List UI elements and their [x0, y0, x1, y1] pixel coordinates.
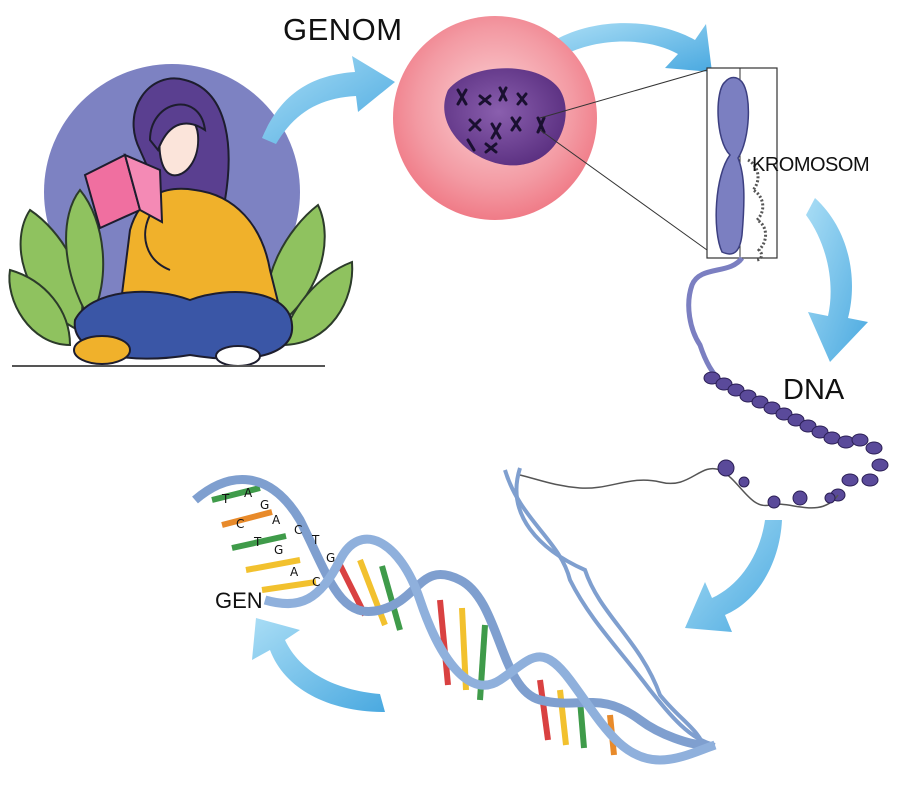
strand-a [192, 475, 706, 750]
chromosomes-in-nucleus [456, 86, 546, 154]
base-letter: A [244, 486, 253, 500]
label-kromosom: KROMOSOM [752, 154, 870, 176]
arrow-dna-to-helix [685, 520, 782, 632]
base-letters: T A G C A T G C T G A C [221, 486, 335, 589]
base-letter: T [221, 492, 230, 506]
arrow-girl-to-cell [262, 56, 395, 144]
base-letter: C [312, 575, 320, 589]
label-dna: DNA [783, 374, 845, 406]
base-letter: G [326, 551, 335, 565]
chromosome-panel [706, 67, 778, 262]
arrow-cell-to-chromosome [555, 23, 712, 72]
solenoid [703, 371, 889, 502]
shoe-left [73, 335, 131, 365]
base-letter: C [236, 517, 244, 531]
dna-helix-thin [503, 467, 716, 751]
hair-front [148, 103, 207, 152]
nucleus [444, 68, 566, 166]
base-pairs [211, 485, 617, 756]
leaves-left [8, 188, 105, 347]
label-genom: GENOM [283, 12, 403, 47]
arrow-to-gen [252, 618, 385, 712]
strand-b [263, 534, 717, 765]
nucleosomes [717, 459, 836, 509]
base-letter: A [272, 513, 281, 527]
base-letter: A [290, 565, 299, 579]
base-letter: G [260, 498, 269, 512]
chromatin-fiber [519, 256, 889, 509]
shoe-right [215, 345, 261, 367]
cell [393, 16, 708, 251]
book [83, 153, 164, 230]
base-letter: C [294, 523, 302, 537]
chromosome [715, 76, 750, 255]
beads-on-string [519, 467, 839, 509]
arm [144, 214, 171, 271]
loose-coil [686, 256, 745, 387]
dna-helix-large: T A G C A T G C T G A C [192, 475, 717, 765]
label-gen: GEN [215, 588, 263, 613]
base-letter: T [253, 535, 262, 549]
chromatin-coil [747, 158, 767, 262]
arrow-chromosome-to-dna [806, 198, 868, 362]
base-letter: G [274, 543, 283, 557]
pants [73, 290, 294, 360]
girl-reading-illustration [8, 64, 354, 367]
base-letter: T [311, 533, 320, 547]
flow-arrows [252, 23, 868, 712]
